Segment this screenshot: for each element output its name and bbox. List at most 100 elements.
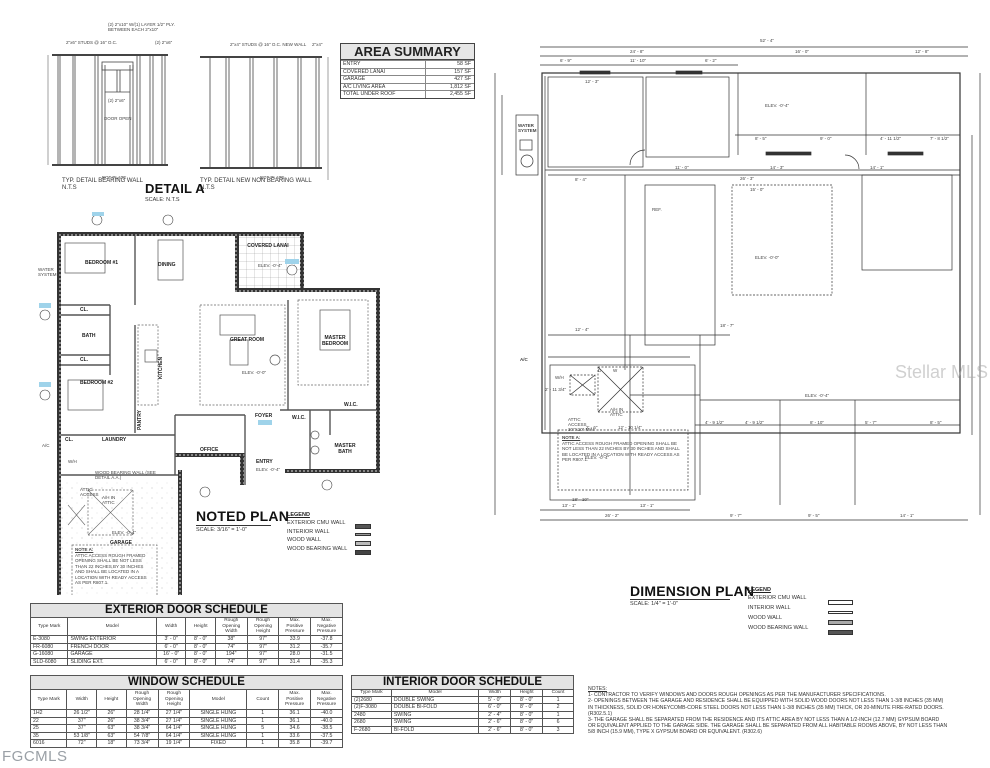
legend-swatch-wood — [355, 541, 371, 546]
dim-sub-2: 11' - 10" — [630, 58, 647, 63]
legend-swatch-cmu — [355, 524, 371, 529]
room-great-room: GREAT ROOM — [230, 337, 265, 343]
table-header-row: Type Mark Model Width Height Count — [351, 689, 574, 697]
attic-access-label: ATTIC ACCESS — [80, 487, 99, 497]
dp-garage-sub: 13' - 1" — [562, 503, 576, 508]
legend-swatch-bearing — [355, 550, 371, 555]
noted-plan-drawing — [39, 212, 380, 595]
room-closet-1: CL. — [80, 307, 89, 313]
noted-plan-title: NOTED PLAN — [196, 508, 289, 524]
elev-entry: ELEV. -0'-4" — [256, 467, 281, 472]
dp-garage-overall: 26' - 2" — [605, 513, 619, 518]
dim-interior: 14' - 1" — [870, 165, 884, 170]
room-closet-2: CL. — [80, 357, 89, 363]
dim-interior: 14' - 3" — [770, 165, 784, 170]
room-wic-2: W.I.C. — [344, 402, 358, 408]
dp-washer: W — [613, 368, 618, 373]
dim-interior: 8' - 4" — [575, 177, 587, 182]
dimension-plan-title: DIMENSION PLAN — [630, 583, 755, 599]
dp-mid-row: 4' - 9 1/2" — [705, 420, 724, 425]
noted-plan-legend: LEGEND EXTERIOR CMU WALL INTERIOR WALL W… — [287, 512, 371, 562]
dimension-plan-scale: SCALE: 1/4" = 1'-0" — [630, 599, 730, 607]
bot-plate-label: BOT PLATE — [102, 175, 127, 180]
dp-garage-sub: 13' - 1" — [640, 503, 654, 508]
dim-sub-3: 6' - 2" — [705, 58, 717, 63]
dp-water-system: WATER SYSTEM — [518, 123, 537, 133]
detail-a-scale: SCALE: N.T.S — [145, 197, 180, 203]
dim-overall: 52' - 4" — [760, 38, 774, 43]
legend-item: WOOD WALL — [748, 615, 783, 621]
dp-ac: A/C — [520, 357, 528, 362]
dim-interior: 15' - 0" — [750, 187, 764, 192]
dp-mid-row: 8' - 5" — [930, 420, 942, 425]
dp-bottom-right: 9' - 5" — [808, 513, 820, 518]
dim-interior: 4' - 11 1/2" — [880, 136, 902, 141]
king-stud-label: (2) 2"x6" — [155, 40, 173, 45]
dim-interior: 18' - 7" — [720, 323, 734, 328]
legend-item: INTERIOR WALL — [287, 529, 330, 535]
dp-ah-in-attic: A/H IN ATTIC — [610, 407, 624, 417]
legend-item: WOOD BEARING WALL — [748, 625, 809, 631]
dp-dryer: D — [598, 368, 602, 373]
legend-item: EXTERIOR CMU WALL — [748, 595, 807, 601]
legend-item: INTERIOR WALL — [748, 605, 791, 611]
dp-bottom-right: 14' - 1" — [900, 513, 914, 518]
room-bedroom-2: BEDROOM #2 — [80, 380, 114, 386]
dim-interior: 12' - 3" — [585, 79, 599, 84]
interior-door-schedule: INTERIOR DOOR SCHEDULE Type Mark Model W… — [351, 675, 574, 734]
dim-right: 12' - 8" — [915, 49, 929, 54]
bearing-wall-caption: TYP. DETAIL BEARING WALL — [62, 178, 144, 184]
dim-middle: 16' - 0" — [795, 49, 809, 54]
jack-stud-label: (2) 2"x6" — [108, 98, 126, 103]
room-kitchen: KITCHEN — [158, 356, 165, 380]
room-dining: DINING — [158, 262, 176, 268]
detail-a-title: DETAIL A — [145, 181, 205, 196]
detail-a: 2"x6" STUDS @ 16" O.C. (2) 2"x10" W/(1) … — [40, 20, 330, 205]
room-wic-1: W.I.C. — [292, 415, 306, 421]
dp-attic-dim: 2' - 11 3/4" — [545, 387, 567, 392]
non-bearing-wall-caption: TYP. DETAIL NEW NON BEARING WALL — [200, 178, 312, 184]
non-bearing-wall-nts: N.T.S — [200, 185, 215, 191]
dp-mid-row: 4' - 9 1/2" — [745, 420, 764, 425]
note-item: 3- THE GARAGE SHALL BE SEPARATED FROM TH… — [588, 717, 948, 736]
room-master-bedroom: MASTER BEDROOM — [321, 335, 349, 347]
note-item: 2- OPENINGS BETWEEN THE GARAGE AND RESID… — [588, 698, 944, 717]
notes-title: NOTES: — [588, 686, 607, 692]
legend-item: EXTERIOR CMU WALL — [287, 520, 346, 526]
elev-lanai: ELEV. -0'-4" — [258, 263, 283, 268]
dp-elev-right: ELEV. -0'-4" — [805, 393, 830, 398]
door-open-label: DOOR OPEN — [104, 116, 132, 121]
interior-door-schedule-title: INTERIOR DOOR SCHEDULE — [351, 675, 574, 689]
wood-bearing-wall-label: WOOD BEARING WALL (SEE DETAIL A.A.) — [95, 470, 156, 480]
dp-note-a: NOTE A: ATTIC ACCESS ROUGH FRAMED OPENIN… — [562, 435, 680, 462]
note-item: 1- CONTRACTOR TO VERIFY WINDOWS AND DOOR… — [588, 692, 886, 699]
table-header-row: Type Mark Model Width Height Rough Openi… — [29, 617, 343, 636]
legend-swatch-interior — [828, 611, 853, 614]
dimension-plan-drawing — [494, 46, 981, 521]
room-entry: ENTRY — [256, 459, 273, 465]
room-laundry: LAUNDRY — [102, 437, 127, 443]
dim-interior: 26' - 3" — [740, 176, 754, 181]
legend-swatch-cmu — [828, 600, 853, 605]
room-covered-lanai: COVERED LANAI — [247, 243, 289, 249]
dp-mid-row: 8' - 10" — [810, 420, 824, 425]
dp-wh: W/H — [555, 375, 564, 380]
dim-sub-1: 6' - 9" — [560, 58, 572, 63]
dp-elev-garage: ELEV. -0'-4" — [585, 455, 610, 460]
room-bedroom-1: BEDROOM #1 — [85, 260, 119, 266]
ac-label: A/C — [42, 443, 50, 448]
room-office: OFFICE — [200, 447, 219, 453]
dp-attic-dim: 12' - 10 1/4" — [618, 425, 642, 430]
